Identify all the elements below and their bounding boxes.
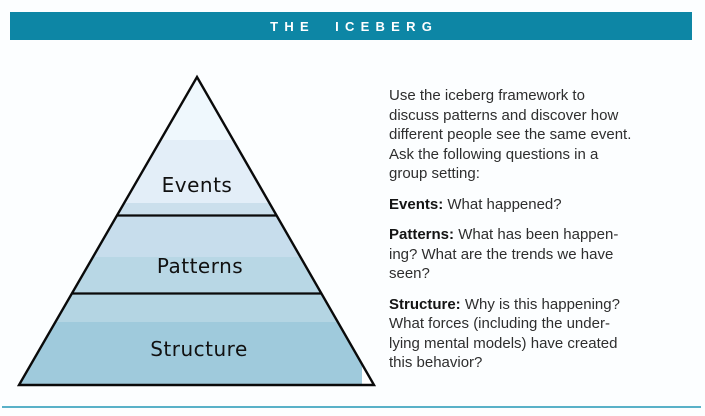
question-line: lying mental models) have created: [389, 334, 618, 352]
band-rect: [19, 77, 374, 140]
intro-line: Ask the following questions in a: [389, 145, 599, 163]
question-events: Events: What happened?: [389, 195, 689, 215]
layer-label-patterns: Patterns: [157, 254, 243, 278]
layer-label-events: Events: [162, 173, 233, 197]
band-rect: [19, 293, 374, 322]
question-structure: Structure: Why is this happening? What f…: [389, 295, 689, 373]
layer-label-structure: Structure: [150, 337, 248, 361]
question-line: Events: What happened?: [389, 195, 562, 213]
band-rect: [19, 203, 374, 215]
question-line: this behavior?: [389, 354, 483, 371]
iceberg-outline: [16, 74, 377, 387]
title-bar: THE ICEBERG: [10, 12, 692, 40]
band-rect: [19, 215, 374, 257]
intro-line: Use the iceberg framework to: [389, 87, 585, 104]
description-panel: Use the iceberg framework to discuss pat…: [389, 86, 689, 373]
question-line: Patterns: What has been happen-: [389, 226, 619, 243]
question-label-events: Events:: [389, 195, 444, 213]
intro-line: discuss patterns and discover how: [389, 106, 619, 124]
question-line: What forces (including the under-: [389, 315, 610, 332]
question-label-patterns: Patterns:: [389, 226, 455, 243]
question-patterns: Patterns: What has been happen- ing? Wha…: [389, 225, 689, 284]
question-line: seen?: [389, 265, 430, 282]
question-label-structure: Structure:: [389, 295, 461, 313]
page-title: THE ICEBERG: [270, 18, 439, 34]
bottom-rule: [2, 406, 701, 408]
question-line: Structure: Why is this happening?: [389, 295, 620, 313]
intro-line: different people see the same event.: [389, 126, 632, 143]
question-line: ing? What are the trends we have: [389, 245, 614, 263]
intro-paragraph: Use the iceberg framework to discuss pat…: [389, 86, 689, 184]
intro-line: group setting:: [389, 165, 480, 182]
band-rect: [19, 322, 362, 385]
